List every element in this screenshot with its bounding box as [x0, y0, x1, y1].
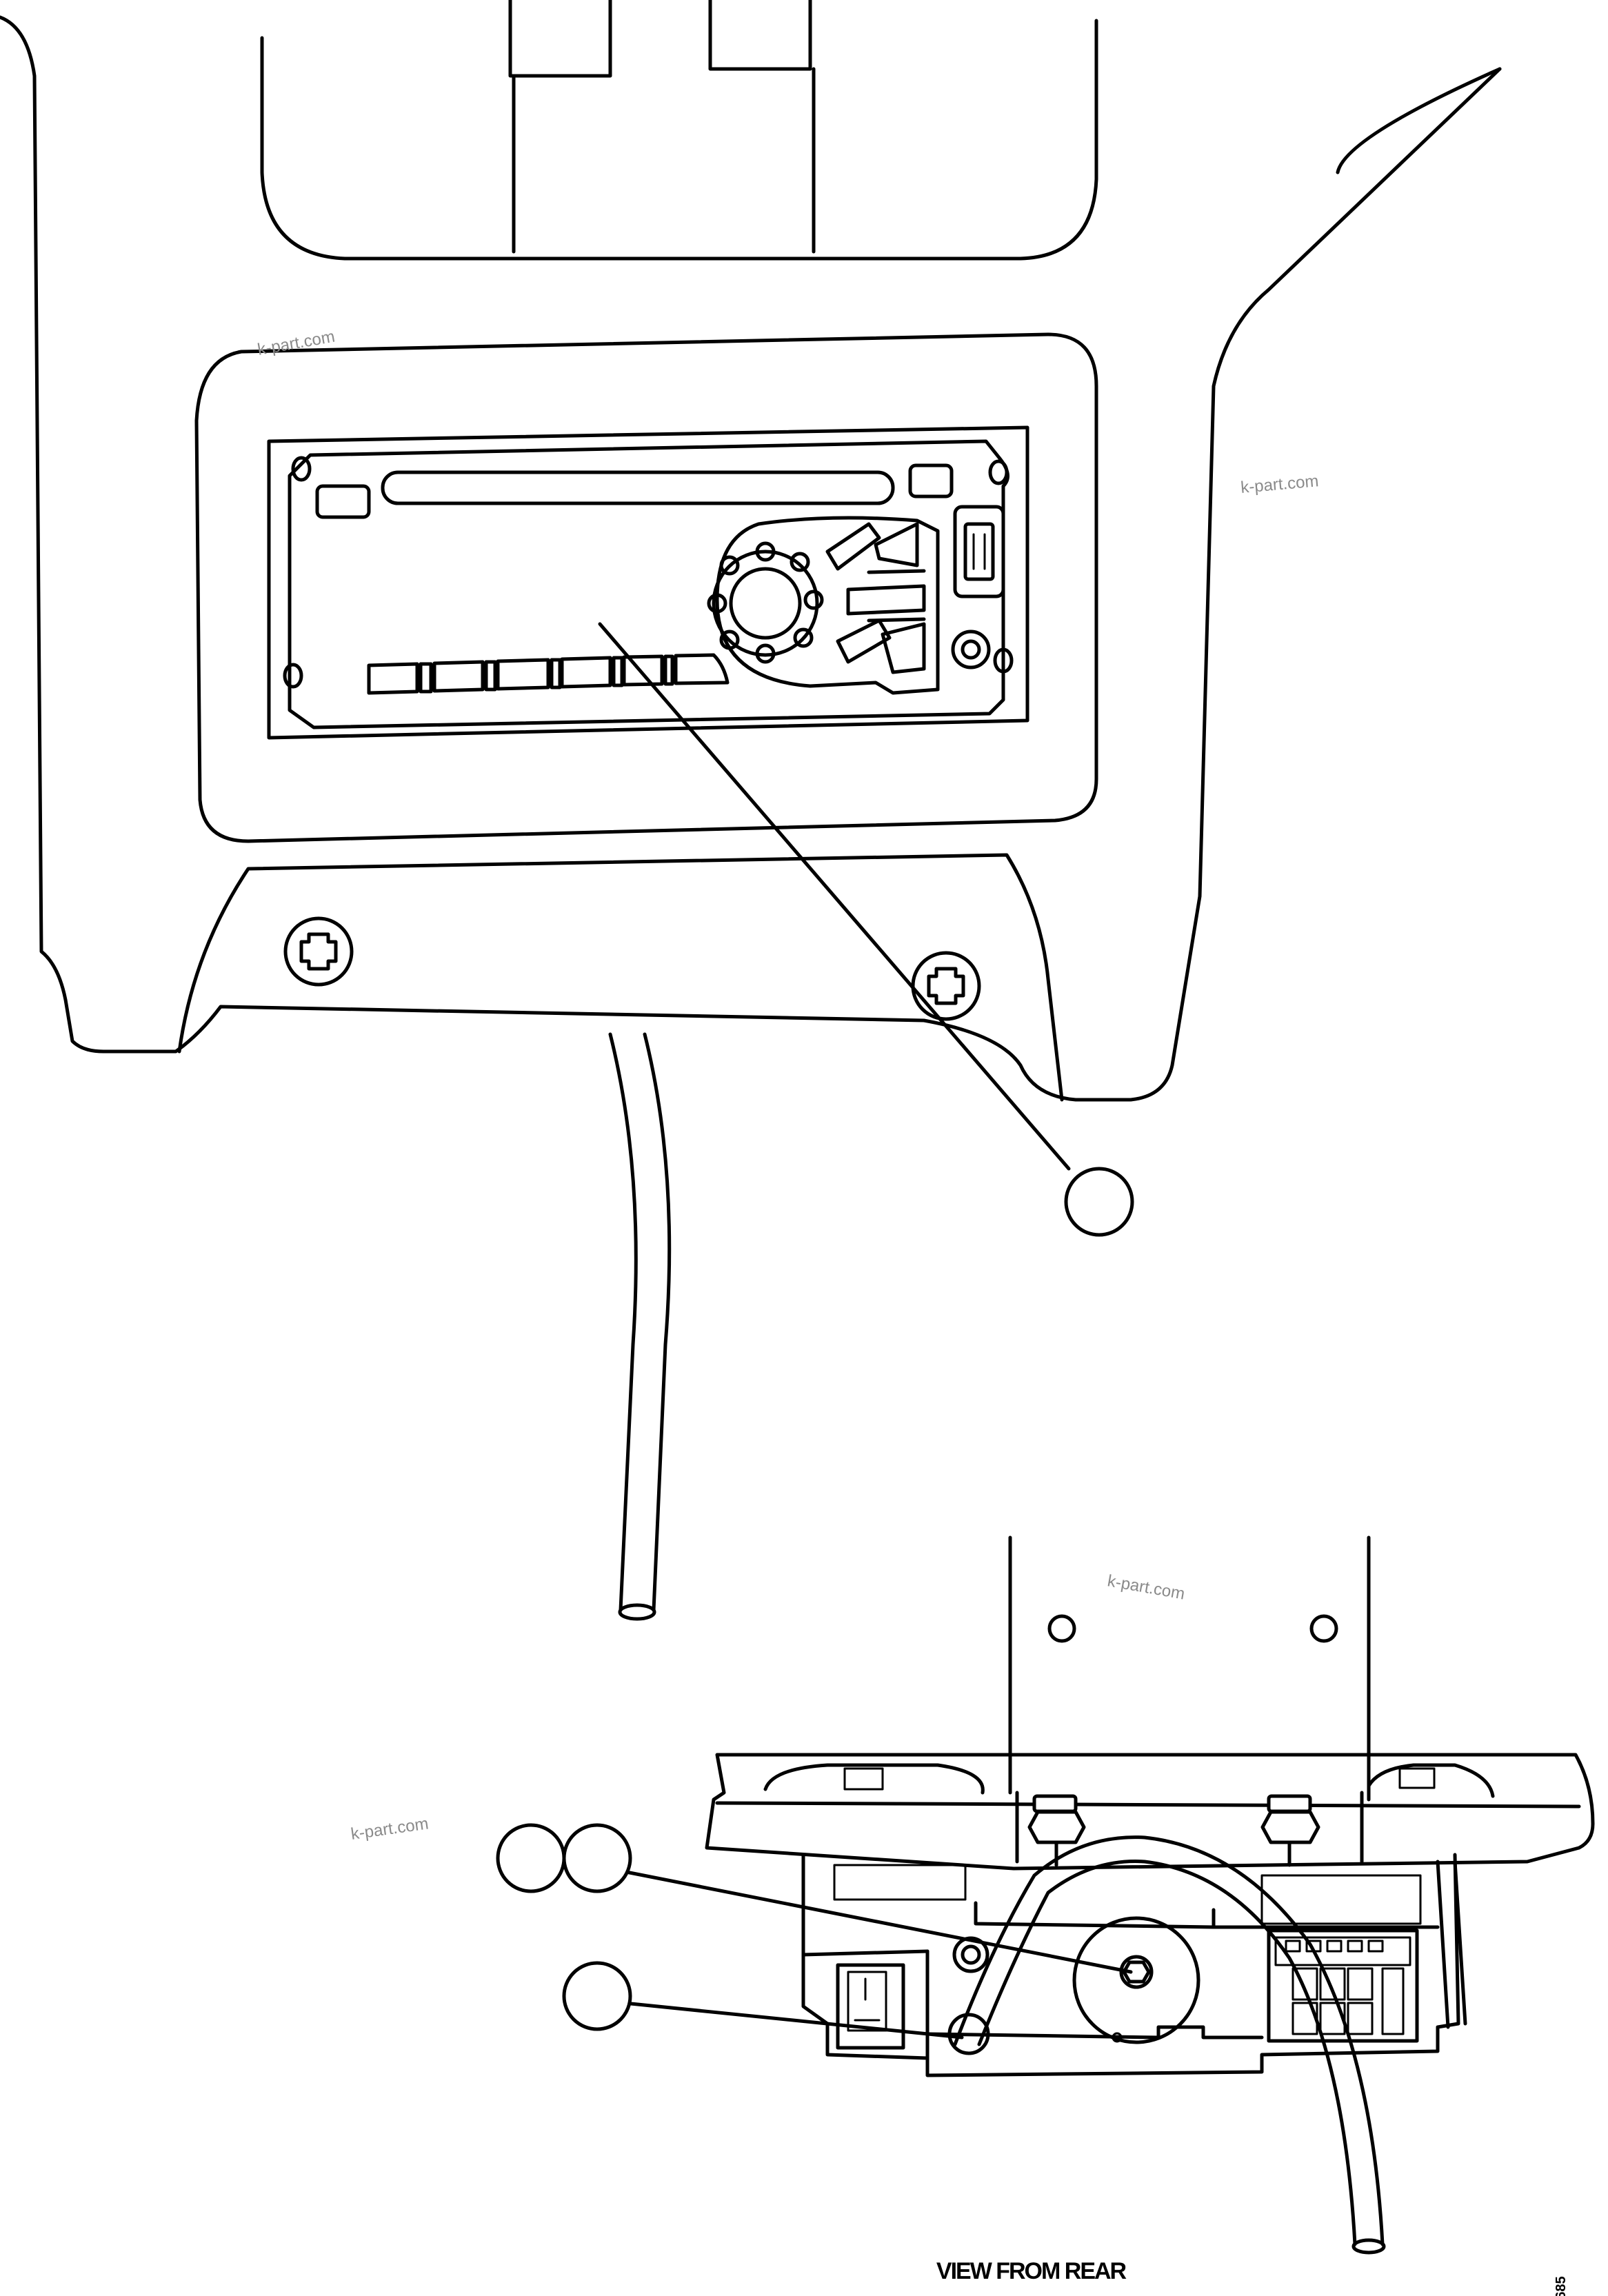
preset-button-1 [367, 662, 419, 695]
antenna-cable [608, 1032, 672, 1621]
mount-hole-bl [283, 663, 303, 689]
flange-plate [705, 1753, 1595, 1871]
flange-plate-fold [715, 1801, 1581, 1809]
watermark-4: k-part.com [350, 1814, 430, 1844]
figure-number: 685 [1554, 2276, 1569, 2296]
preset-gap-5 [663, 654, 674, 686]
mounting-bracket-vertical [1008, 1535, 1371, 1802]
callout-radio [1064, 1167, 1134, 1237]
usb-port [953, 505, 1005, 598]
callout-rear-lower-leader [622, 2001, 964, 2040]
radio-left-window [315, 484, 371, 519]
vent-grid-right [1260, 1874, 1422, 1925]
radio-right-window [908, 463, 954, 499]
harness-pin-block-side [1381, 1967, 1405, 2035]
flange-cutout-left [763, 1763, 985, 1795]
flange-cutout-right [1367, 1763, 1495, 1798]
dash-inner-outline [1336, 67, 1502, 174]
callout-rear-left [496, 1823, 566, 1893]
radio-chassis-body [801, 1853, 1460, 2077]
chassis-rear-panel-top [974, 1901, 1216, 1929]
preset-button-2 [432, 660, 485, 693]
aux-jack-center [961, 639, 981, 660]
dash-panel-upper [0, 0, 1502, 1102]
cutout-tab-right [1398, 1767, 1436, 1789]
chassis-bottom-rail [925, 2025, 1264, 2040]
control-button-lower-right [881, 622, 926, 674]
preset-gap-4 [612, 656, 624, 687]
harness-connector-top [1274, 1936, 1411, 1966]
volume-knob [707, 516, 940, 695]
hex-bolt-right-icon [1260, 1794, 1320, 1867]
callout-rear-right-leader [624, 1870, 1133, 1974]
watermark-2: k-part.com [1240, 472, 1319, 497]
knob-notches [707, 541, 824, 664]
harness-pin-block-6 [1347, 2002, 1374, 2035]
control-line-2 [867, 617, 926, 623]
screw-left-icon [283, 916, 354, 987]
radio-face-inner [288, 439, 1009, 729]
bracket-hole-right [1309, 1614, 1338, 1643]
antenna-jack-center [961, 1944, 981, 1965]
preset-gap-3 [550, 658, 562, 689]
cd-slot [381, 470, 895, 505]
preset-button-6 [674, 653, 730, 685]
mount-hole-br [993, 647, 1014, 674]
usb-port-housing [953, 505, 1005, 598]
control-button-up [825, 522, 881, 571]
console-upper-block [260, 19, 1098, 261]
radio-bezel-outer [194, 332, 1098, 843]
connector-module-slot [847, 1971, 887, 2032]
console-slot-right [708, 0, 812, 71]
knob-housing [715, 516, 940, 695]
callout-rear-lower [562, 1961, 632, 2031]
preset-button-5 [622, 654, 664, 687]
bracket-hole-left [1047, 1614, 1076, 1643]
vent-grid-left [833, 1864, 967, 1901]
control-button-down [836, 618, 892, 664]
antenna-jack-icon [952, 1936, 989, 1973]
knob-ring [712, 550, 819, 657]
hex-bolt-left-icon [1027, 1794, 1086, 1867]
connector-module-left [836, 1963, 905, 2050]
wiring-harness-connector [1267, 1929, 1419, 2043]
aux-jack-icon [951, 630, 991, 669]
preset-gap-2 [484, 660, 497, 692]
rear-view-assembly [705, 1535, 1595, 2255]
knob-center [729, 567, 802, 640]
lower-trim-panel [177, 853, 1064, 1102]
preset-button-4 [560, 656, 612, 689]
control-button-upper-right [874, 522, 919, 567]
watermark-1: k-part.com [256, 328, 336, 359]
harness-pin-block-2 [1319, 1967, 1346, 2001]
watermark-3: k-part.com [1106, 1571, 1186, 1603]
harness-pin-block-3 [1347, 1967, 1374, 2001]
mount-hole-tl [291, 456, 312, 482]
round-shield-plate [1072, 1916, 1200, 2044]
console-slot-left [508, 0, 612, 78]
preset-gap-1 [419, 662, 433, 694]
harness-pin-block-5 [1319, 2002, 1346, 2035]
harness-connector-frame [1267, 1929, 1419, 2043]
preset-buttons [367, 653, 730, 695]
cable-entry-icon [947, 2013, 990, 2055]
rear-cable-loop [953, 1835, 1386, 2255]
control-line-1 [867, 569, 926, 574]
view-from-rear-caption: VIEW FROM REAR [936, 2258, 1127, 2284]
preset-button-3 [496, 658, 550, 691]
mount-hole-tr [988, 459, 1009, 485]
control-button-middle [846, 584, 926, 616]
harness-pin-block-1 [1292, 1967, 1318, 2001]
callout-rear-right [562, 1823, 632, 1893]
usb-port-slot [963, 522, 995, 581]
chassis-side-line [801, 1949, 929, 1957]
callout-radio-leader [598, 622, 1071, 1171]
chassis-right-bracket [1436, 1860, 1467, 2029]
cutout-tab-left [843, 1767, 884, 1791]
radio-face-outer [267, 425, 1029, 740]
dash-outer-outline [0, 15, 1502, 1102]
screw-right-icon [911, 951, 981, 1021]
